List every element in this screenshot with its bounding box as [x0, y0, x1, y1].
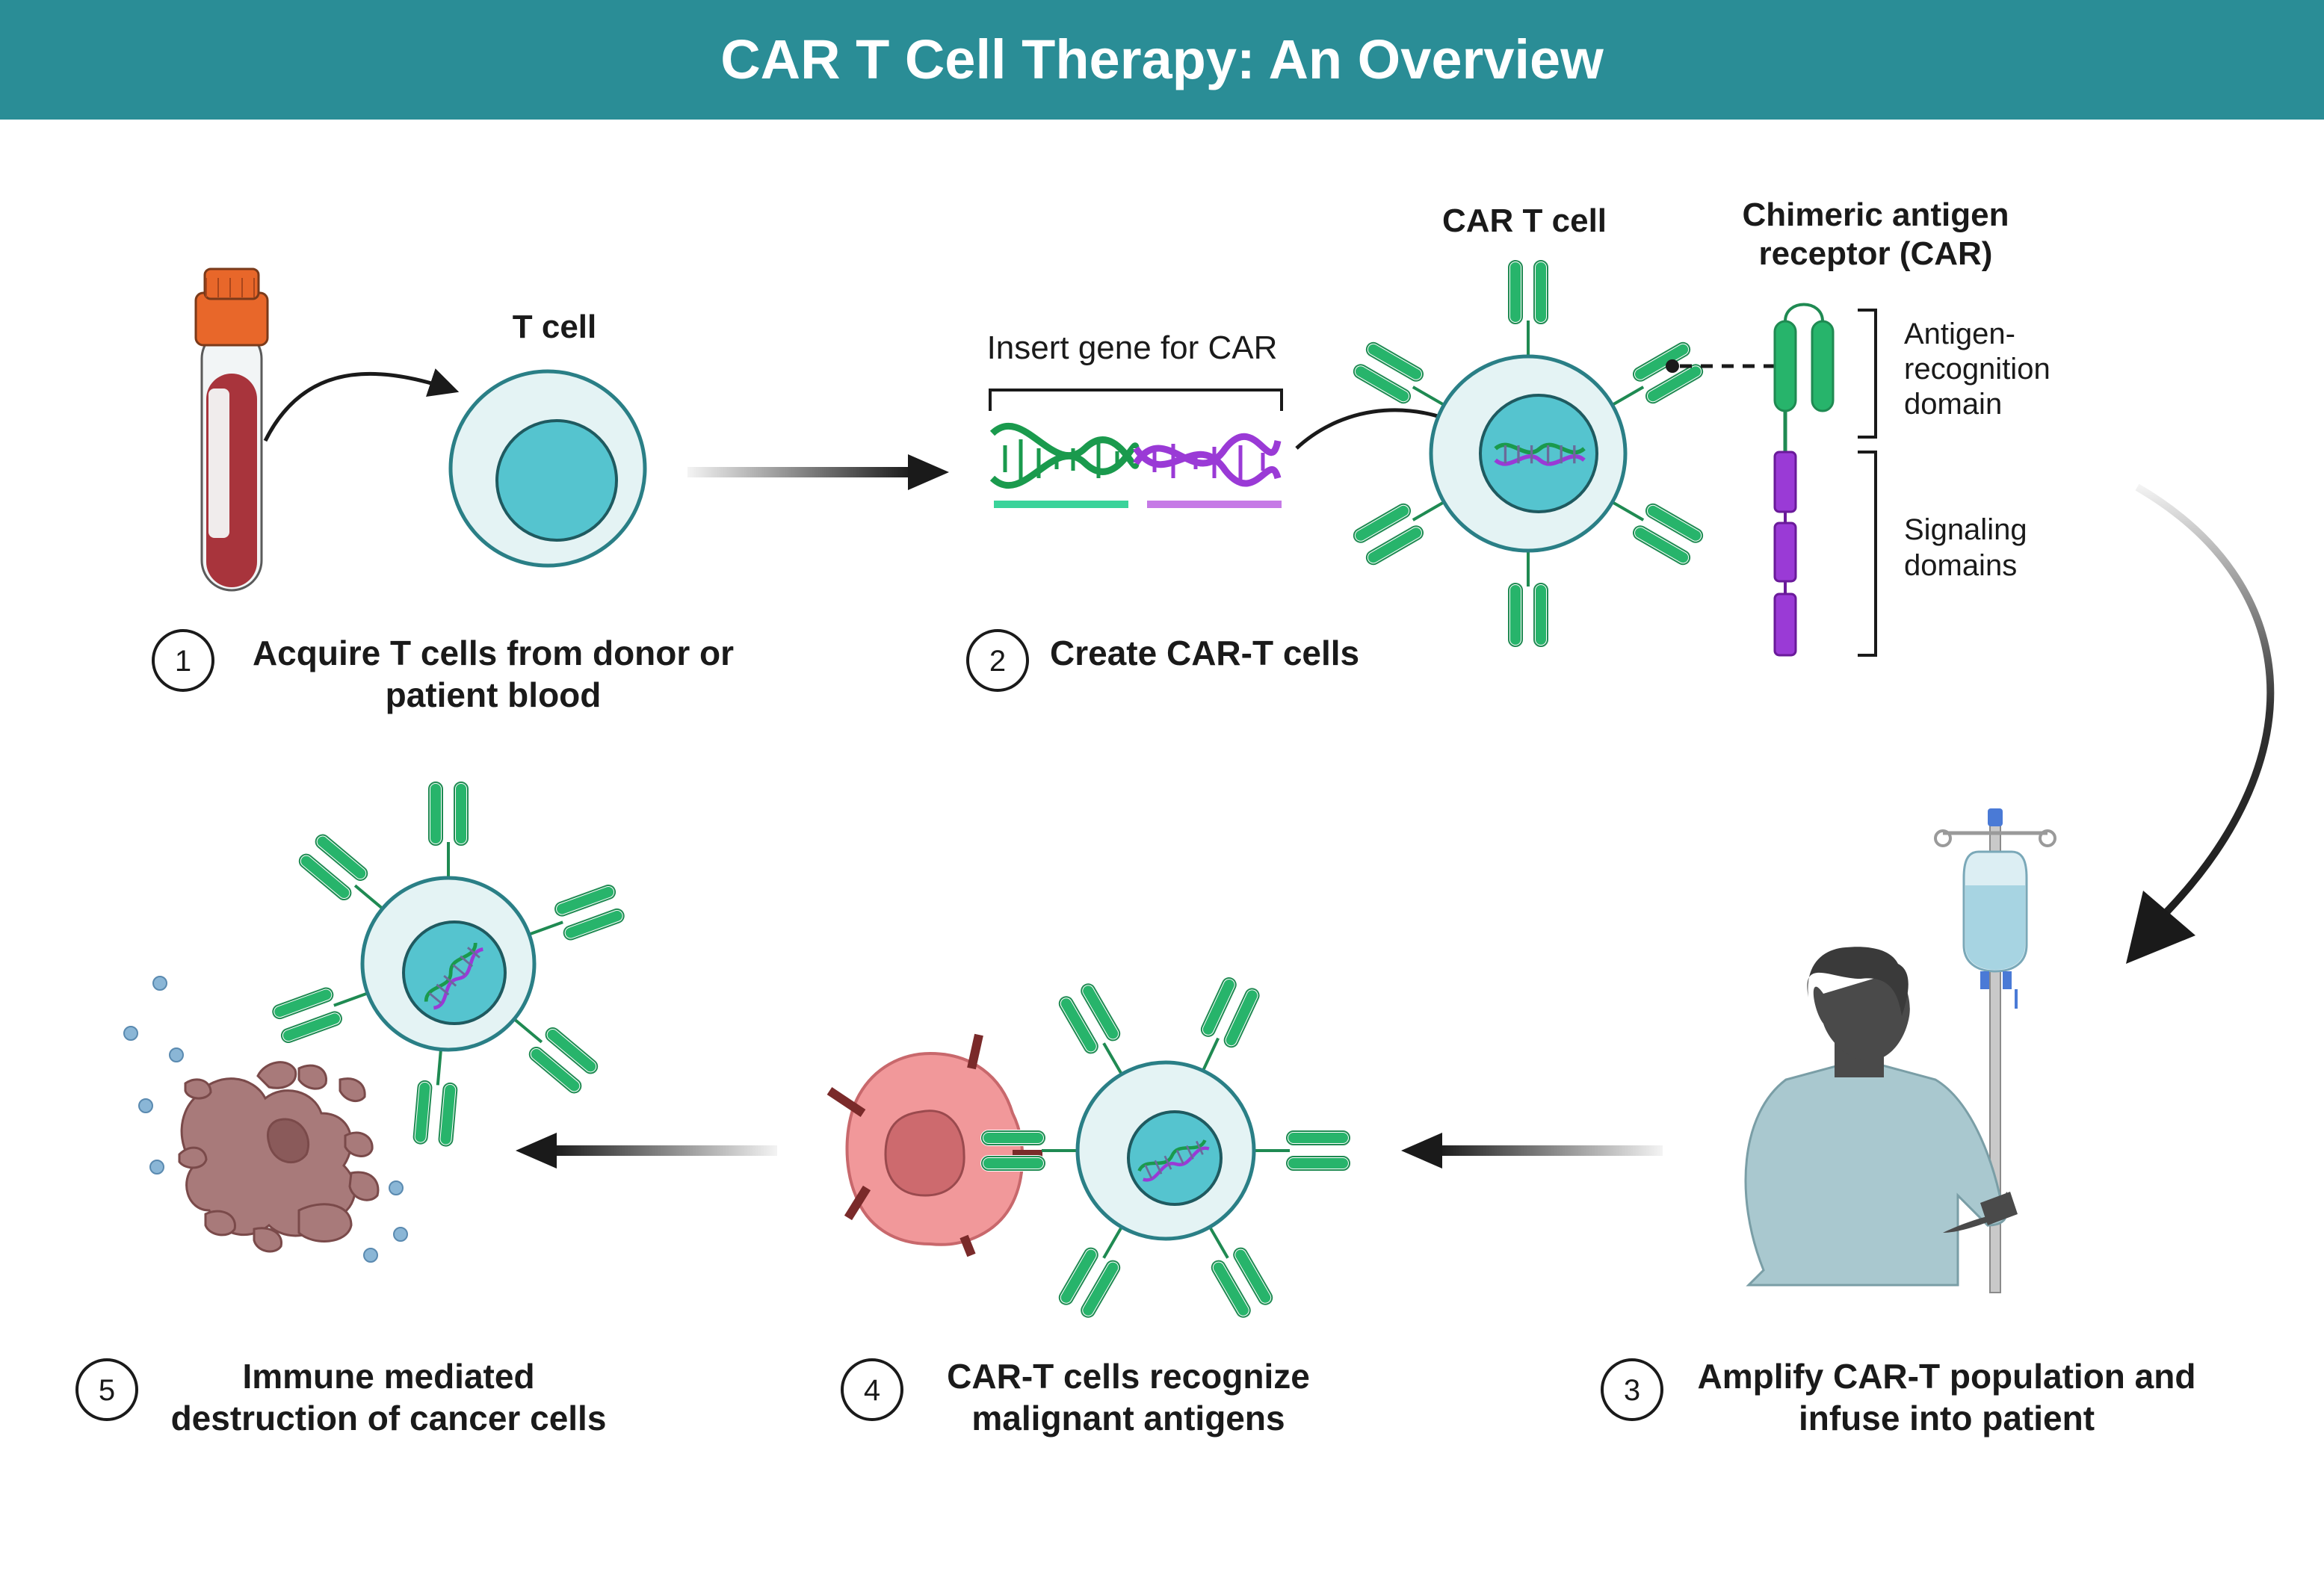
car-t-cell-icon — [269, 781, 628, 1148]
t-cell-icon — [448, 369, 647, 568]
tube-to-cell-arrow — [263, 368, 460, 442]
signaling-bracket — [1858, 451, 1877, 657]
step-1-caption: 1 Acquire T cells from donor or patient … — [152, 629, 734, 714]
step-number: 3 — [1624, 1374, 1640, 1407]
car-t-cell-icon — [980, 974, 1351, 1322]
step-text-line1: Immune mediated — [242, 1357, 534, 1396]
signaling-label-line2: domains — [1904, 549, 2017, 582]
antigen-bracket — [1858, 309, 1877, 439]
step1-to-step2-arrow — [687, 467, 912, 477]
car-title-line2: receptor (CAR) — [1759, 235, 1993, 272]
step-number: 5 — [99, 1374, 115, 1407]
dna-icon — [989, 423, 1282, 508]
antigen-label-line3: domain — [1904, 388, 2002, 421]
step-3-caption: 3 Amplify CAR-T population and infuse in… — [1601, 1357, 2196, 1438]
title-banner — [0, 0, 2324, 120]
step-5-caption: 5 Immune mediated destruction of cancer … — [75, 1357, 607, 1438]
step-text-line1: Acquire T cells from donor or — [253, 634, 734, 672]
step3-to-step4-arrow — [1438, 1145, 1663, 1156]
step-number: 4 — [864, 1374, 880, 1407]
step-4-caption: 4 CAR-T cells recognize malignant antige… — [841, 1357, 1310, 1438]
step-text-line2: destruction of cancer cells — [171, 1399, 607, 1438]
step-number: 2 — [989, 645, 1006, 678]
page-title: CAR T Cell Therapy: An Overview — [720, 28, 1604, 90]
patient-icon — [1744, 947, 2018, 1287]
step-2-caption: 2 Create CAR-T cells — [966, 629, 1359, 692]
step-text-line2: malignant antigens — [971, 1399, 1285, 1438]
car-title-line1: Chimeric antigen — [1743, 196, 2009, 233]
blood-tube-icon — [194, 267, 269, 592]
step-text-line2: infuse into patient — [1799, 1399, 2095, 1438]
step-number: 1 — [175, 645, 191, 678]
debris-particles — [123, 976, 408, 1263]
step-text-line1: CAR-T cells recognize — [947, 1357, 1310, 1396]
car-t-cell-label: CAR T cell — [1442, 202, 1607, 239]
signaling-label-line1: Signaling — [1904, 513, 2027, 546]
step4-to-step5-arrow — [553, 1145, 777, 1156]
cancer-cell-icon — [826, 1033, 1042, 1257]
step-text-line1: Amplify CAR-T population and — [1698, 1357, 2196, 1396]
antigen-label-line1: Antigen- — [1904, 318, 2015, 350]
step-text-line1: Create CAR-T cells — [1050, 634, 1359, 672]
step2-to-step3-arrow — [2135, 483, 2275, 915]
iv-bag-icon — [1934, 808, 2056, 1293]
insert-gene-label: Insert gene for CAR — [987, 329, 1278, 366]
antigen-label-line2: recognition — [1904, 353, 2051, 386]
gene-bracket — [989, 389, 1283, 411]
car-t-cell-icon — [1350, 259, 1707, 648]
cell-debris-icon — [178, 1061, 380, 1253]
step-text-line2: patient blood — [386, 675, 602, 714]
t-cell-label: T cell — [513, 309, 597, 345]
car-receptor-icon — [1773, 303, 1835, 657]
